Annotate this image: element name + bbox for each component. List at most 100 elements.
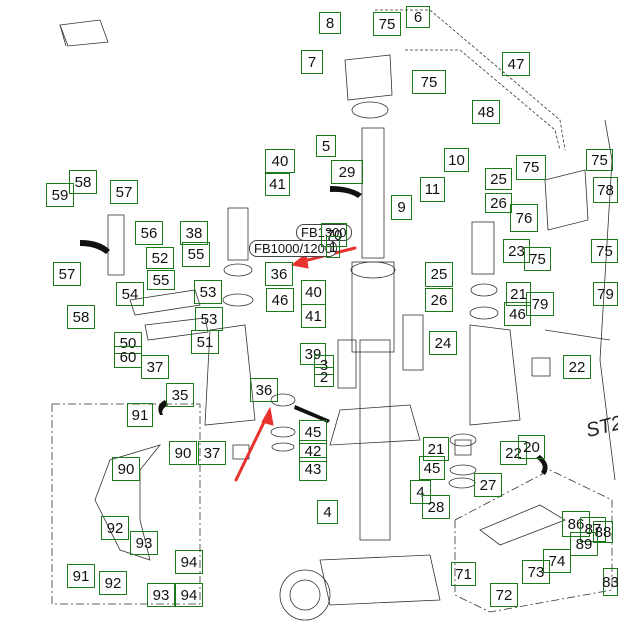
- part-callout-40: 40: [301, 280, 326, 305]
- part-callout-45: 45: [419, 456, 445, 480]
- part-callout-37: 37: [198, 441, 226, 465]
- detail-box-right: [454, 469, 613, 613]
- part-callout-75: 75: [412, 70, 446, 94]
- part-callout-59: 59: [46, 183, 74, 207]
- part-callout-94: 94: [175, 550, 203, 574]
- part-callout-4: 4: [410, 480, 431, 504]
- arm-35: [204, 324, 256, 426]
- part-callout-70: 70: [321, 223, 347, 247]
- part-callout-74: 74: [543, 549, 571, 573]
- part-callout-73: 73: [522, 560, 550, 584]
- central-column: [329, 127, 421, 541]
- part-callout-57: 57: [53, 262, 81, 286]
- part-callout-57: 57: [110, 180, 138, 204]
- part-callout-55: 55: [147, 270, 175, 290]
- part-callout-89: 89: [570, 532, 598, 556]
- part-callout-55: 55: [182, 242, 210, 267]
- part-callout-78: 78: [593, 177, 618, 203]
- part-callout-90: 90: [169, 441, 197, 465]
- curved-arrow-91: [158, 400, 168, 415]
- part-callout-58: 58: [69, 170, 97, 194]
- part-callout-93: 93: [130, 531, 158, 555]
- part-callout-79: 79: [526, 292, 554, 316]
- part-callout-25: 25: [425, 262, 453, 287]
- part-callout-92: 92: [99, 571, 127, 595]
- part-callout-8: 8: [319, 12, 341, 34]
- part-callout-41: 41: [301, 304, 326, 328]
- part-callout-27: 27: [474, 473, 502, 497]
- part-callout-48: 48: [472, 100, 500, 124]
- part-callout-5: 5: [316, 135, 336, 157]
- part-callout-53: 53: [194, 280, 222, 304]
- part-callout-92: 92: [101, 516, 129, 540]
- red-arrow-bottom: [234, 416, 268, 482]
- part-callout-20: 20: [518, 435, 545, 459]
- part-callout-71: 71: [451, 562, 476, 586]
- part-callout-24: 24: [429, 331, 457, 355]
- part-callout-52: 52: [146, 247, 174, 269]
- part-callout-41: 41: [265, 173, 290, 196]
- part-callout-43: 43: [299, 457, 327, 481]
- part-callout-36: 36: [250, 378, 278, 402]
- part-callout-54: 54: [116, 282, 144, 306]
- part-callout-38: 38: [180, 221, 208, 245]
- part-callout-39: 39: [300, 343, 326, 365]
- part-callout-25: 25: [485, 168, 512, 190]
- right-arm: [469, 324, 521, 426]
- part-callout-2: 2: [314, 367, 334, 387]
- part-callout-51: 51: [191, 330, 219, 354]
- part-callout-40: 40: [265, 149, 295, 173]
- part-callout-47: 47: [502, 52, 530, 76]
- part-callout-58: 58: [67, 305, 95, 329]
- part-callout-29: 29: [331, 160, 363, 184]
- part-callout-4: 4: [317, 500, 338, 524]
- part-callout-46: 46: [504, 302, 531, 326]
- part-callout-75: 75: [586, 149, 613, 171]
- part-callout-46: 46: [266, 288, 294, 312]
- part-callout-1: 1: [326, 236, 340, 258]
- part-callout-11: 11: [420, 177, 445, 202]
- hose-48: [405, 49, 561, 151]
- part-callout-75: 75: [591, 239, 618, 263]
- part-callout-26: 26: [425, 288, 453, 312]
- part-callout-7: 7: [301, 50, 323, 74]
- part-callout-6: 6: [406, 6, 430, 28]
- part-callout-28: 28: [422, 495, 450, 519]
- part-callout-21: 21: [423, 437, 449, 461]
- part-callout-60: 60: [114, 346, 142, 368]
- part-callout-90: 90: [112, 457, 140, 481]
- part-callout-75: 75: [524, 247, 551, 271]
- part-callout-75: 75: [516, 155, 546, 180]
- part-callout-37: 37: [141, 355, 169, 379]
- curved-arrow-left: [80, 240, 110, 254]
- part-callout-23: 23: [503, 239, 530, 263]
- part-callout-42: 42: [299, 440, 327, 462]
- part-callout-53: 53: [195, 307, 223, 331]
- part-callout-75: 75: [373, 12, 401, 36]
- part-callout-94: 94: [175, 583, 203, 607]
- pin-38: [227, 207, 249, 261]
- part-callout-22: 22: [563, 355, 591, 379]
- part-callout-91: 91: [67, 564, 95, 588]
- part-callout-3: 3: [314, 355, 334, 375]
- variant-label-fb1000-1200: FB1000/1200: [249, 240, 338, 257]
- part-callout-56: 56: [135, 221, 163, 245]
- orientation-arrow-icon: [59, 19, 109, 47]
- part-callout-72: 72: [490, 583, 518, 607]
- part-callout-35: 35: [166, 383, 194, 407]
- valve-block: [544, 169, 589, 231]
- part-callout-21: 21: [506, 282, 531, 306]
- part-callout-10: 10: [444, 148, 469, 172]
- part-callout-22: 22: [500, 441, 527, 465]
- part-callout-9: 9: [391, 195, 412, 220]
- part-callout-83: 83: [602, 568, 618, 596]
- part-callout-79: 79: [593, 282, 618, 306]
- part-callout-93: 93: [147, 583, 175, 607]
- hose-47: [375, 9, 566, 151]
- detail-box-left: [51, 403, 201, 605]
- part-callout-45: 45: [299, 420, 327, 444]
- top-valve-block: [344, 54, 393, 119]
- curved-arrow-29: [330, 186, 362, 198]
